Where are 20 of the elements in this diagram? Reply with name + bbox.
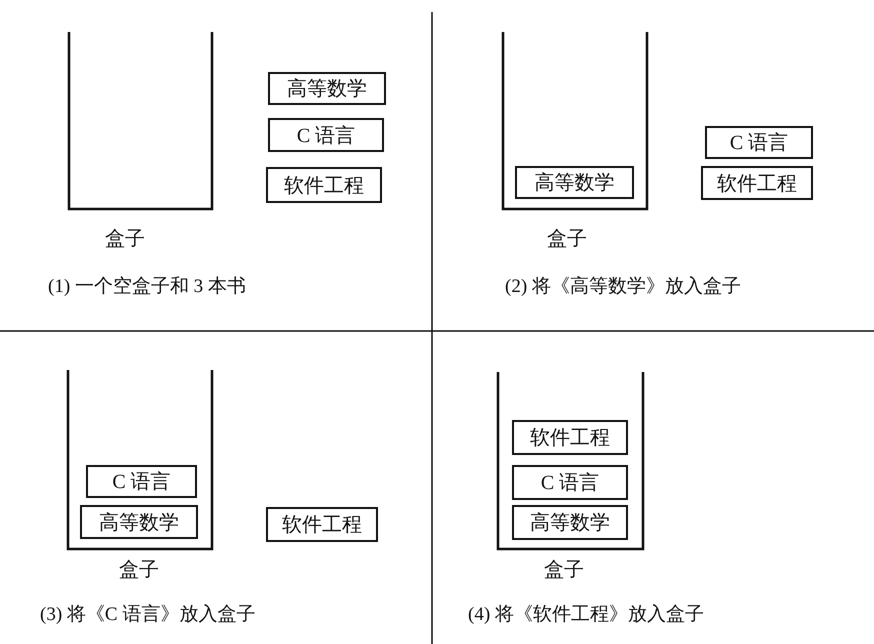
box-label: 盒子 [547, 227, 587, 252]
book-box: C 语言 [268, 118, 384, 152]
book-box: 高等数学 [515, 166, 634, 199]
book-box: 高等数学 [80, 505, 198, 539]
book-box: C 语言 [705, 126, 813, 159]
book-box: 软件工程 [266, 507, 378, 542]
box-label: 盒子 [105, 227, 145, 252]
book-box: C 语言 [86, 465, 197, 498]
caption: (4) 将《软件工程》放入盒子 [468, 603, 704, 627]
box-label: 盒子 [119, 558, 159, 583]
book-box: 高等数学 [268, 72, 386, 105]
caption: (1) 一个空盒子和 3 本书 [48, 275, 246, 299]
book-box: 软件工程 [512, 420, 628, 455]
box-label: 盒子 [544, 558, 584, 583]
book-box: C 语言 [512, 465, 628, 500]
book-box: 软件工程 [701, 166, 813, 200]
caption: (3) 将《C 语言》放入盒子 [40, 603, 256, 627]
book-box: 高等数学 [512, 505, 628, 540]
caption: (2) 将《高等数学》放入盒子 [505, 275, 741, 299]
book-box: 软件工程 [266, 167, 382, 203]
